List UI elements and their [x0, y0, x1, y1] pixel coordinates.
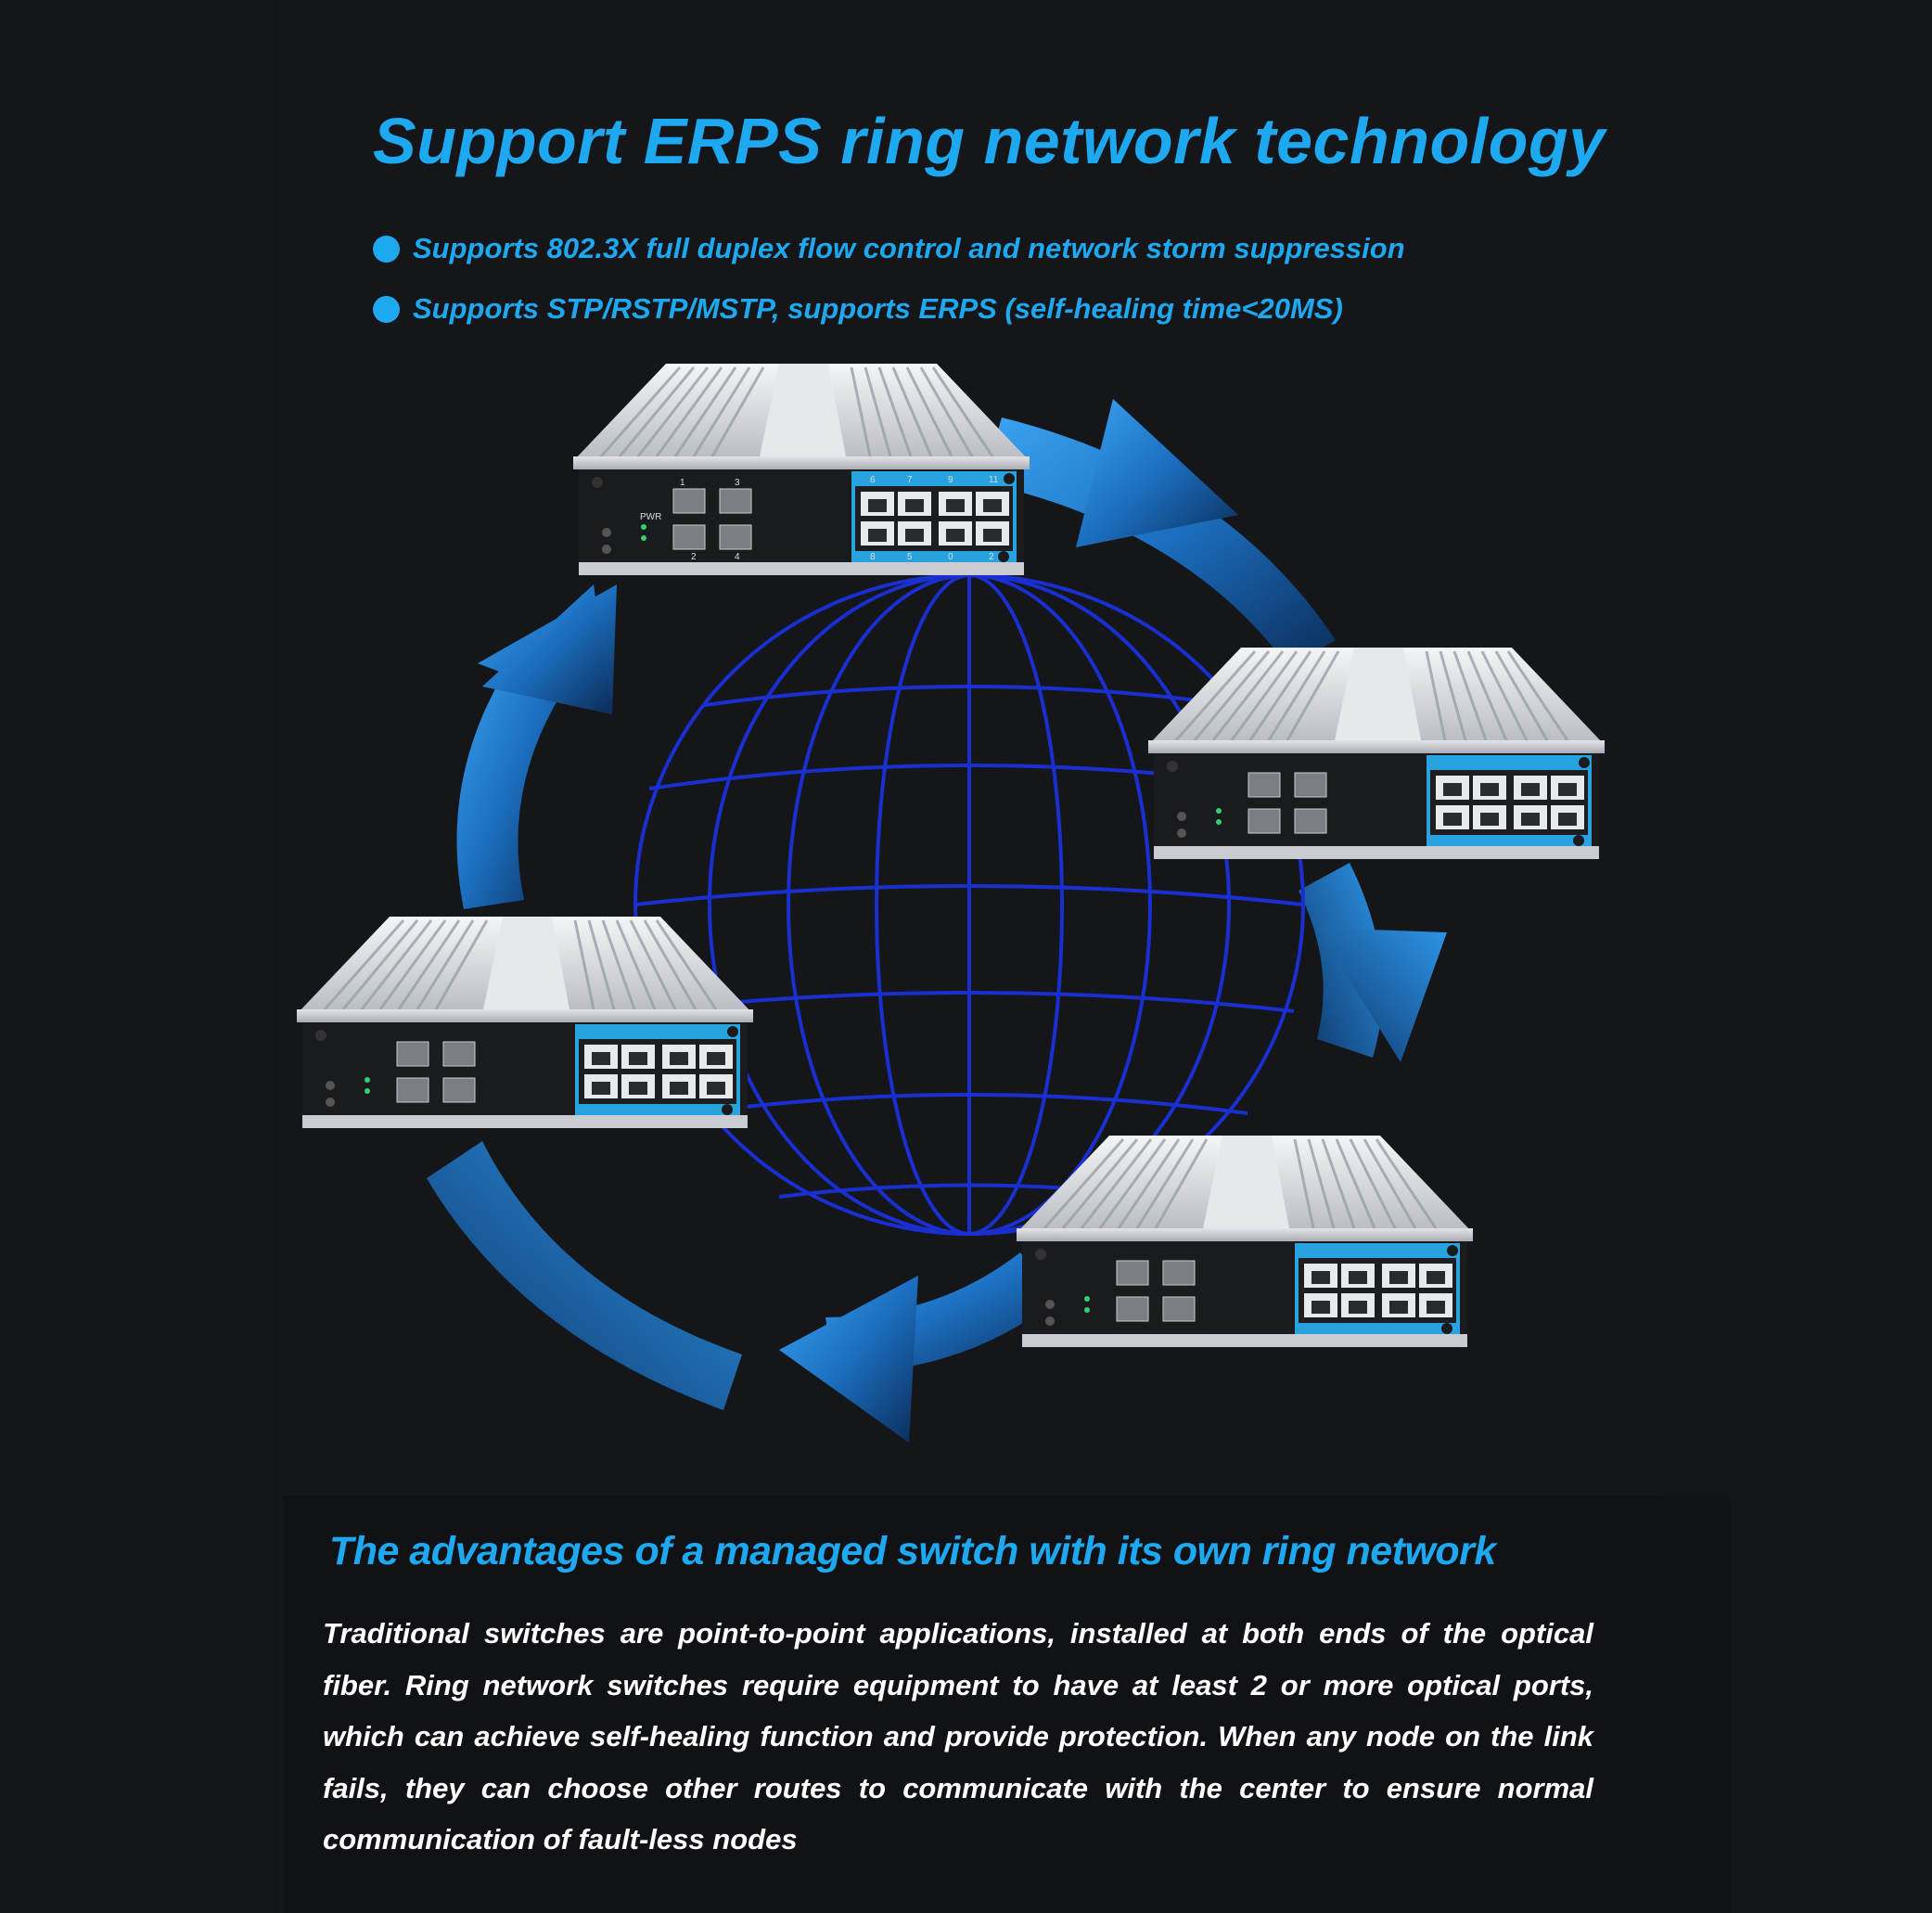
rj45-label-2: 2	[989, 552, 994, 562]
globe-wireframe-icon	[633, 573, 1305, 1236]
switch-top	[571, 362, 1031, 577]
page-title: Support ERPS ring network technology	[373, 105, 1606, 177]
fiber-label-4: 4	[735, 552, 740, 562]
feature-text-2: Supports STP/RSTP/MSTP, supports ERPS (s…	[413, 292, 1343, 325]
switch-right	[1146, 646, 1606, 861]
fiber-label-3: 3	[735, 478, 740, 488]
rj45-label-6: 6	[870, 475, 876, 485]
switch-left	[295, 915, 755, 1130]
rj45-label-0: 0	[948, 552, 953, 562]
bullet-dot-icon	[373, 235, 400, 263]
pwr-label: PWR	[640, 512, 661, 522]
advantages-text: Traditional switches are point-to-point …	[323, 1617, 1593, 1855]
rj45-label-5: 5	[907, 552, 913, 562]
switch-bottom	[1015, 1134, 1475, 1349]
fiber-label-2: 2	[691, 552, 697, 562]
feature-text-1: Supports 802.3X full duplex flow control…	[413, 232, 1405, 264]
ring-arrows	[427, 399, 1447, 1443]
bullet-dot-icon	[373, 295, 400, 323]
feature-bullet-1: Supports 802.3X full duplex flow control…	[373, 230, 1405, 267]
fiber-label-1: 1	[680, 478, 685, 488]
rj45-label-11: 11	[989, 475, 999, 485]
feature-bullet-2: Supports STP/RSTP/MSTP, supports ERPS (s…	[373, 290, 1343, 327]
advantages-title: The advantages of a managed switch with …	[329, 1529, 1496, 1573]
rj45-label-8: 8	[870, 552, 876, 562]
advantages-section	[283, 1496, 1730, 1913]
rj45-label-9: 9	[948, 475, 953, 485]
rj45-label-7: 7	[907, 475, 913, 485]
